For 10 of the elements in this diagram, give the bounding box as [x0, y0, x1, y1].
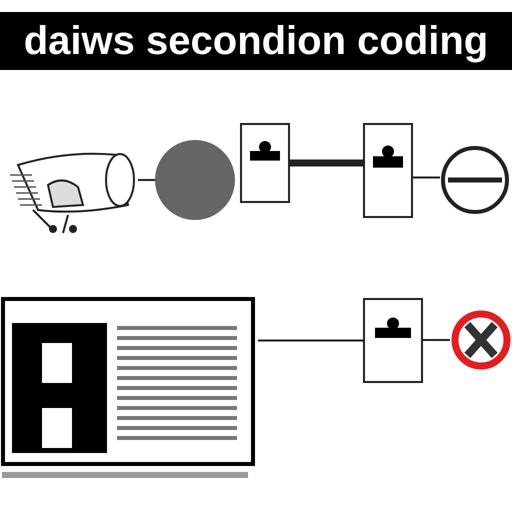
switch-box [363, 123, 413, 218]
connector-line [138, 179, 155, 181]
round-badge [155, 140, 235, 220]
connector-line [423, 339, 450, 341]
bracket-box [240, 123, 290, 203]
connector-line [290, 160, 363, 166]
device-box [363, 298, 423, 383]
title-banner: daiws secondion coding [0, 12, 512, 70]
connector-line [413, 176, 440, 178]
connector-line [258, 340, 363, 342]
